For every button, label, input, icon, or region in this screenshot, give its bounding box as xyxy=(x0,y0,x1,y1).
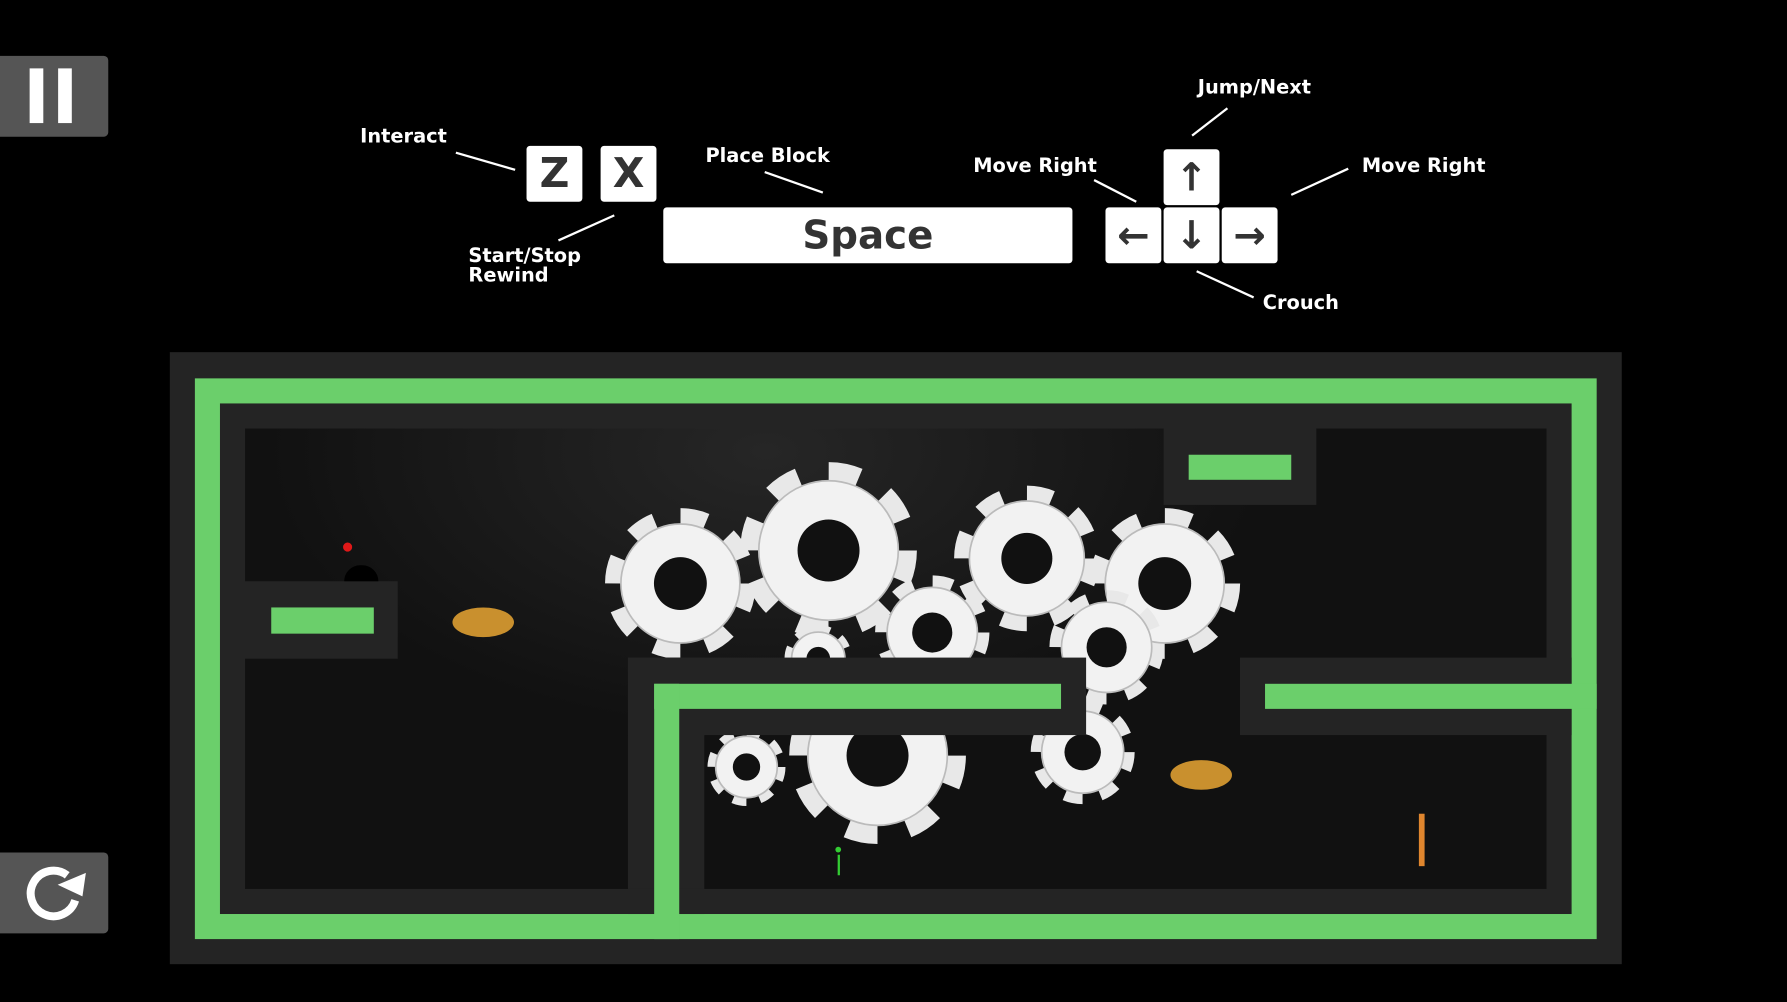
rewind-label-line2: Rewind xyxy=(468,264,549,288)
middle-platform-green xyxy=(654,683,1062,709)
key-left-arrow-icon: ← xyxy=(1105,207,1162,264)
left-ledge-block xyxy=(271,607,374,634)
key-space: Space xyxy=(663,207,1073,264)
gear-icon xyxy=(605,508,756,659)
green-lever-stick xyxy=(837,854,840,876)
restart-button[interactable] xyxy=(0,852,109,934)
key-up-arrow-icon: ↑ xyxy=(1163,149,1220,206)
top-block-green xyxy=(1188,454,1292,480)
move-right-label: Move Right xyxy=(1361,154,1486,178)
place-block-label: Place Block xyxy=(705,144,830,168)
switch-base xyxy=(344,565,379,582)
gear-icon xyxy=(707,728,786,806)
player-character xyxy=(1418,813,1425,867)
red-switch-icon[interactable] xyxy=(343,542,353,552)
restart-icon xyxy=(26,866,86,921)
right-platform-green xyxy=(1265,683,1597,709)
pause-button[interactable] xyxy=(0,55,109,137)
green-lever-icon[interactable] xyxy=(835,846,842,853)
creature-1 xyxy=(452,607,514,638)
interact-label: Interact xyxy=(360,125,447,149)
key-z: Z xyxy=(526,145,583,202)
key-down-arrow-icon: ↓ xyxy=(1163,207,1220,264)
jump-label: Jump/Next xyxy=(1197,76,1312,100)
creature-2 xyxy=(1170,760,1232,790)
rewind-label-line1: Start/Stop xyxy=(468,245,581,268)
crouch-label: Crouch xyxy=(1262,291,1339,315)
hint-lines xyxy=(455,107,1349,299)
key-right-arrow-icon: → xyxy=(1221,207,1278,264)
gear-icon xyxy=(740,462,917,639)
move-left-label: Move Right xyxy=(973,154,1097,178)
key-x: X xyxy=(600,145,657,202)
middle-pillar-green xyxy=(654,683,680,940)
